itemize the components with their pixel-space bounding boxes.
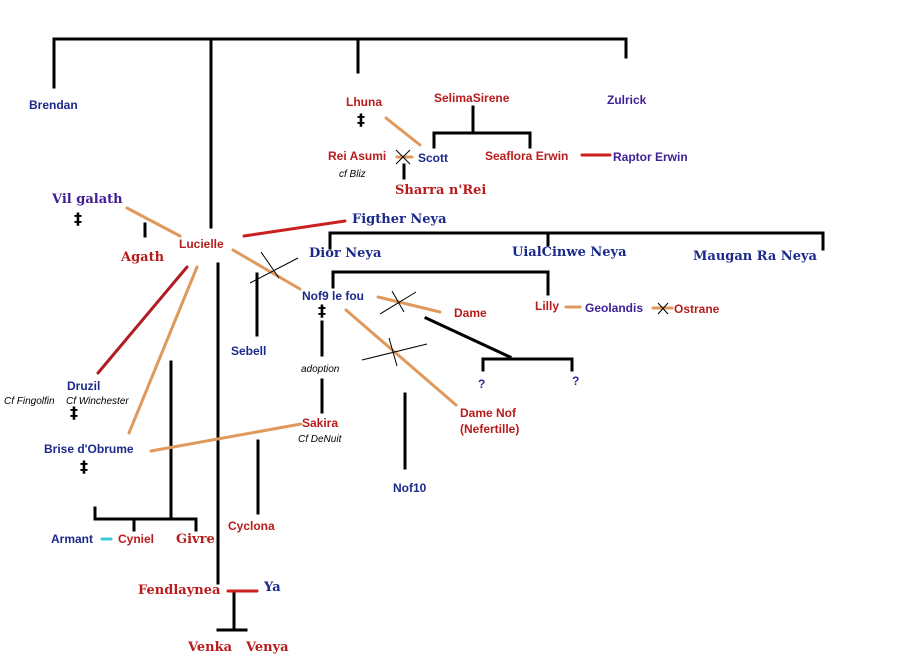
black-connectors bbox=[52, 37, 825, 632]
dame-children-stem bbox=[424, 316, 512, 359]
darkred-connectors bbox=[96, 265, 189, 375]
nof9-damenof-line bbox=[344, 308, 458, 407]
note-adoption: adoption bbox=[301, 364, 340, 375]
note-cf-winchester: Cf Winchester bbox=[66, 396, 129, 407]
unknown-child-1: ? bbox=[478, 377, 486, 391]
lucielle-brise-line bbox=[127, 265, 199, 435]
person-zulrick: Zulrick bbox=[607, 93, 647, 107]
cross-geolandis-ostrane-b bbox=[657, 302, 669, 315]
cross-rei-scott-b bbox=[395, 149, 411, 165]
person-brise-dobrume: Brise d'Obrume bbox=[44, 442, 134, 456]
person-armant: Armant bbox=[51, 532, 94, 546]
person-brendan: Brendan bbox=[29, 98, 78, 112]
person-sharra-nrei: Sharra n'Rei bbox=[395, 183, 487, 198]
lucielle-druzil-line bbox=[96, 265, 189, 375]
person-maugan-ra-neya: Maugan Ra Neya bbox=[693, 249, 817, 264]
cross-nof9-dame-a bbox=[391, 290, 405, 313]
divorce-crosses bbox=[249, 149, 669, 367]
person-nof10: Nof10 bbox=[393, 481, 427, 495]
person-dame-nof: Dame Nof bbox=[460, 406, 517, 420]
person-dame-nof-nefertille: (Nefertille) bbox=[460, 422, 520, 436]
person-lucielle: Lucielle bbox=[179, 237, 224, 251]
person-scott: Scott bbox=[418, 151, 448, 165]
person-venya: Venya bbox=[246, 640, 289, 655]
person-geolandis: Geolandis bbox=[585, 301, 644, 315]
person-lilly: Lilly bbox=[535, 299, 560, 313]
cross-lucielle-dior-b bbox=[260, 251, 280, 279]
person-sebell: Sebell bbox=[231, 344, 267, 358]
person-venka: Venka bbox=[188, 640, 233, 655]
person-dior-neya: Dior Neya bbox=[309, 246, 382, 261]
person-givre: Givre bbox=[176, 532, 215, 547]
deceased-dagger-lhuna: ‡ bbox=[357, 110, 365, 129]
person-vil-galath: Vil galath bbox=[52, 192, 123, 207]
note-cf-bliz: cf Bliz bbox=[339, 169, 366, 180]
person-agath: Agath bbox=[121, 250, 165, 265]
person-rei-asumi: Rei Asumi bbox=[328, 149, 387, 163]
person-fendlaynea: Fendlaynea bbox=[138, 583, 221, 598]
lucielle-nof9-line bbox=[231, 248, 302, 291]
person-cyniel: Cyniel bbox=[118, 532, 155, 546]
person-seaflora-erwin: Seaflora Erwin bbox=[485, 149, 569, 163]
deceased-dagger-vil-galath: ‡ bbox=[74, 209, 82, 228]
person-uialcinwe-neya: UialCinwe Neya bbox=[512, 245, 627, 260]
person-druzil: Druzil bbox=[67, 379, 101, 393]
person-selima-sirene: SelimaSirene bbox=[434, 91, 510, 105]
deceased-dagger-brise: ‡ bbox=[80, 457, 88, 476]
person-dame: Dame bbox=[454, 306, 487, 320]
person-lhuna: Lhuna bbox=[346, 95, 382, 109]
unknown-child-2: ? bbox=[572, 374, 580, 388]
orange-connectors bbox=[125, 116, 674, 453]
brise-sakira-line bbox=[149, 422, 303, 453]
person-cyclona: Cyclona bbox=[228, 519, 275, 533]
note-cf-denuit: Cf DeNuit bbox=[298, 434, 342, 445]
person-ostrane: Ostrane bbox=[674, 302, 720, 316]
person-figther-neya: Figther Neya bbox=[352, 212, 447, 227]
nof9-dame-line bbox=[376, 295, 442, 314]
lhuna-scott-line bbox=[384, 116, 422, 147]
note-cf-fingolfin: Cf Fingolfin bbox=[4, 396, 55, 407]
person-sakira: Sakira bbox=[302, 416, 339, 430]
cross-nof9-dame-b bbox=[379, 291, 417, 315]
lucielle-figther-line bbox=[242, 219, 347, 238]
person-raptor-erwin: Raptor Erwin bbox=[613, 150, 688, 164]
deceased-dagger-druzil: ‡ bbox=[70, 403, 78, 422]
red-connectors bbox=[226, 153, 612, 593]
person-nof9-le-fou: Nof9 le fou bbox=[302, 289, 364, 303]
cross-nof9-damenof-b bbox=[361, 343, 428, 361]
person-ya: Ya bbox=[264, 580, 281, 595]
vilgalath-lucielle-line bbox=[125, 206, 182, 238]
deceased-dagger-nof9: ‡ bbox=[318, 301, 326, 320]
